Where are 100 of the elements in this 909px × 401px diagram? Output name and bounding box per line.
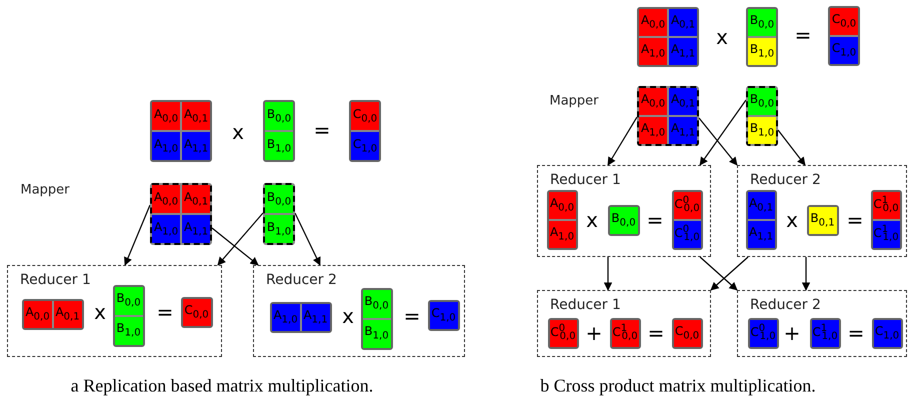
reducer-title: Reducer 1 bbox=[20, 272, 91, 288]
matrix-block bbox=[349, 100, 381, 162]
matrix-entry: A$_{0,1}$ bbox=[669, 88, 697, 115]
matrix-entry: B$_{0,0}$ bbox=[362, 290, 390, 318]
operator-symbol: = bbox=[794, 23, 812, 47]
matrix-entry: A$_{0,1}$ bbox=[669, 9, 697, 36]
matrix-entry: B$_{0,0}$ bbox=[748, 9, 776, 36]
operator-symbol: x bbox=[716, 25, 728, 49]
operator-symbol: x bbox=[94, 300, 106, 324]
arrow bbox=[607, 116, 638, 166]
matrix-entry: A$_{0,0}$ bbox=[548, 192, 576, 218]
matrix-entry: B$_{1,0}$ bbox=[114, 316, 142, 344]
matrix-entry: B$_{1,0}$ bbox=[265, 215, 293, 243]
operator-symbol: = bbox=[314, 118, 330, 142]
operator-symbol: x bbox=[586, 208, 598, 232]
matrix-entry: C$_{0,0}$ bbox=[830, 8, 858, 35]
matrix-entry: A$_{0,0}$ bbox=[24, 300, 52, 328]
matrix-block bbox=[263, 100, 295, 162]
stage-label: Mapper bbox=[20, 182, 70, 198]
reducer-box bbox=[537, 165, 711, 257]
matrix-entry: A$_{0,1}$ bbox=[182, 185, 210, 213]
matrix-entry: A$_{0,1}$ bbox=[748, 192, 774, 218]
arrow bbox=[710, 256, 748, 291]
reducer-box bbox=[737, 165, 907, 257]
matrix-entry: C$_{0,0}$ bbox=[182, 298, 210, 326]
arrow bbox=[700, 256, 738, 291]
reducer-box bbox=[7, 265, 222, 357]
matrix-entry: B$_{0,0}$ bbox=[265, 102, 293, 130]
matrix-entry: A$_{1,1}$ bbox=[669, 38, 697, 65]
dashed-matrix-block bbox=[150, 183, 212, 245]
matrix-entry: A$_{0,0}$ bbox=[639, 9, 667, 36]
matrix-block bbox=[112, 284, 144, 346]
arrow bbox=[212, 228, 259, 266]
matrix-entry: A$_{1,0}$ bbox=[152, 132, 180, 160]
matrix-block bbox=[746, 7, 778, 67]
matrix-entry: A$_{1,1}$ bbox=[182, 215, 210, 243]
matrix-block bbox=[746, 190, 776, 250]
matrix-block bbox=[870, 190, 902, 250]
matrix-entry: A$_{0,1}$ bbox=[54, 300, 82, 328]
matrix-entry: C$_{0,0}$ bbox=[351, 102, 379, 130]
matrix-entry: B$_{0,1}$ bbox=[808, 206, 836, 234]
matrix-block bbox=[672, 190, 702, 250]
operator-symbol: + bbox=[586, 321, 602, 345]
matrix-entry: B$_{1,0}$ bbox=[265, 132, 293, 160]
matrix-entry: C$_{1,0}$ bbox=[874, 320, 900, 346]
reducer-title: Reducer 2 bbox=[266, 272, 337, 288]
matrix-entry: B$_{0,0}$ bbox=[114, 286, 142, 314]
matrix-entry: B$_{0,0}$ bbox=[610, 206, 638, 234]
operator-symbol: x bbox=[232, 120, 244, 144]
operator-symbol: = bbox=[648, 321, 664, 345]
matrix-entry: C$_{1,0}$ bbox=[430, 302, 458, 328]
matrix-entry: A$_{1,1}$ bbox=[302, 304, 330, 330]
arrow bbox=[802, 257, 810, 291]
matrix-block bbox=[828, 6, 860, 66]
caption: a Replication based matrix multiplication. bbox=[70, 376, 374, 396]
matrix-entry: B$_{0,0}$ bbox=[265, 185, 293, 213]
matrix-entry: B$_{0,0}$ bbox=[748, 88, 776, 115]
matrix-entry: B$_{1,0}$ bbox=[748, 117, 776, 144]
arrow bbox=[124, 204, 151, 266]
matrix-entry: A$_{1,1}$ bbox=[748, 220, 774, 248]
matrix-entry: A$_{1,0}$ bbox=[548, 220, 576, 248]
matrix-entry: A$_{1,1}$ bbox=[669, 117, 697, 144]
matrix-block bbox=[270, 302, 332, 332]
dashed-matrix-block bbox=[746, 86, 778, 146]
matrix-entry: A$_{0,0}$ bbox=[639, 88, 667, 115]
dashed-matrix-block bbox=[637, 86, 699, 146]
matrix-entry: A$_{1,0}$ bbox=[639, 38, 667, 65]
operator-symbol: = bbox=[646, 208, 664, 232]
operator-symbol: = bbox=[848, 321, 864, 345]
caption: b Cross product matrix multiplication. bbox=[540, 376, 816, 396]
matrix-entry: A$_{1,0}$ bbox=[152, 215, 180, 243]
reducer-title: Reducer 1 bbox=[550, 297, 621, 313]
arrow bbox=[698, 118, 738, 166]
matrix-entry: A$_{0,0}$ bbox=[152, 185, 180, 213]
reducer-title: Reducer 1 bbox=[550, 172, 621, 188]
operator-symbol: + bbox=[784, 321, 800, 345]
reducer-box bbox=[537, 290, 711, 357]
matrix-entry: C$_{1,0}$ bbox=[830, 37, 858, 64]
operator-symbol: = bbox=[404, 304, 420, 328]
matrix-entry: B$_{1,0}$ bbox=[362, 320, 390, 348]
matrix-entry: B$_{1,0}$ bbox=[748, 38, 776, 65]
matrix-block bbox=[637, 7, 699, 67]
matrix-entry: A$_{0,0}$ bbox=[152, 102, 180, 130]
arrow bbox=[700, 100, 746, 166]
reducer-title: Reducer 2 bbox=[750, 297, 821, 313]
operator-symbol: = bbox=[156, 300, 174, 324]
matrix-block bbox=[150, 100, 212, 162]
matrix-entry: A$_{0,1}$ bbox=[182, 102, 210, 130]
matrix-entry: A$_{1,0}$ bbox=[639, 117, 667, 144]
arrow bbox=[294, 212, 321, 266]
matrix-entry: A$_{1,1}$ bbox=[182, 132, 210, 160]
operator-symbol: x bbox=[786, 208, 798, 232]
stage-label: Mapper bbox=[549, 94, 599, 108]
arrow bbox=[217, 212, 264, 266]
operator-symbol: = bbox=[846, 208, 864, 232]
matrix-entry: C$_{0,0}$ bbox=[674, 320, 700, 346]
matrix-block bbox=[22, 298, 84, 330]
matrix-block bbox=[546, 190, 578, 250]
reducer-title: Reducer 2 bbox=[750, 172, 821, 188]
reducer-box bbox=[737, 290, 907, 357]
